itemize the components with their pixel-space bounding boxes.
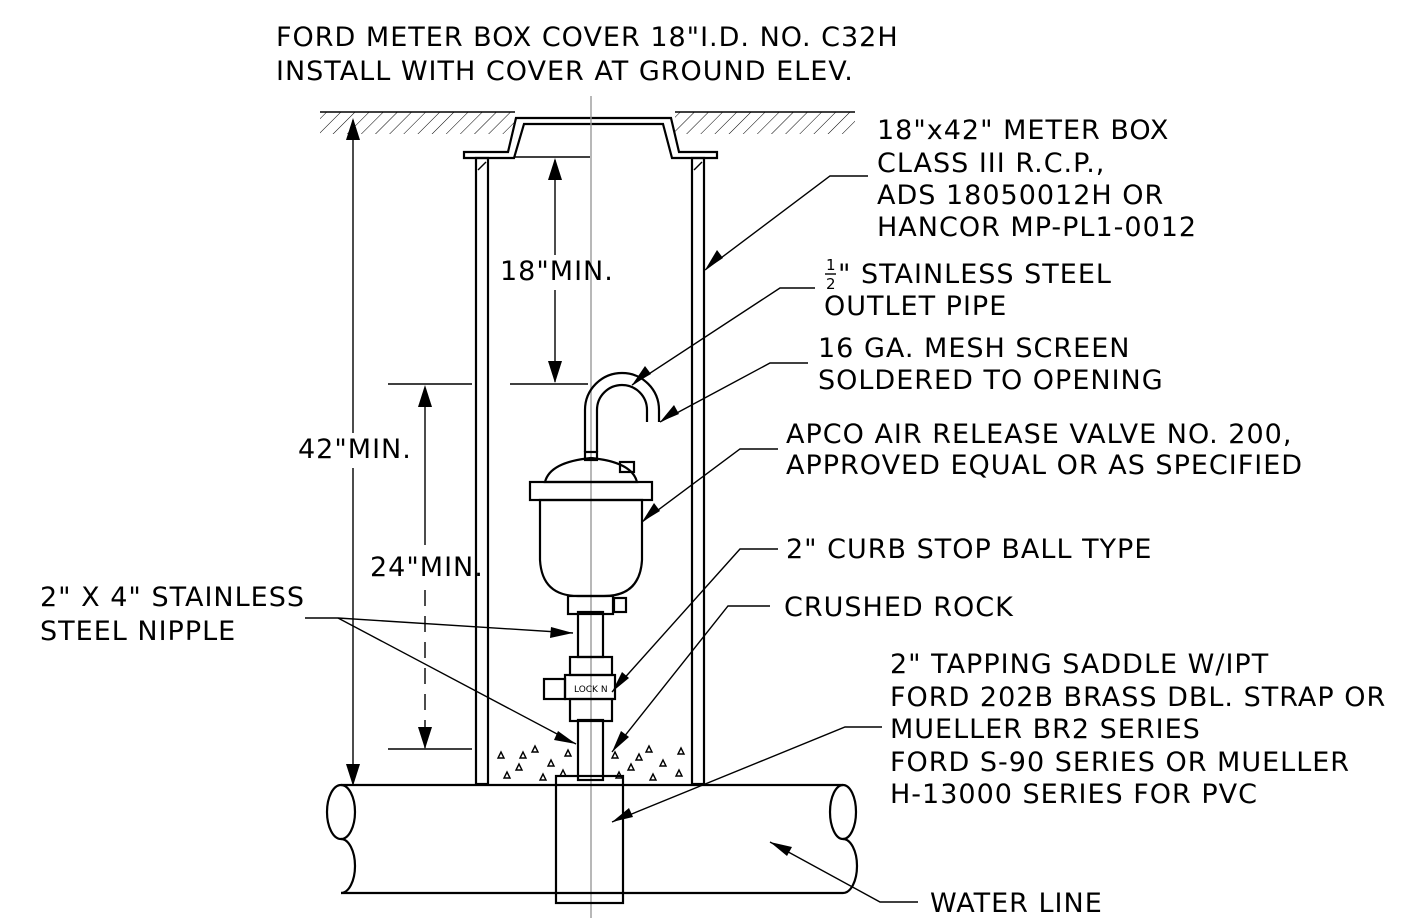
title-line-2: INSTALL WITH COVER AT GROUND ELEV. xyxy=(276,56,854,87)
valve-line-1: APCO AIR RELEASE VALVE NO. 200, xyxy=(786,419,1292,450)
fraction-denominator: 2 xyxy=(826,275,836,293)
meter-box-line-1: 18"x42" METER BOX xyxy=(877,115,1169,146)
callout-valve: APCO AIR RELEASE VALVE NO. 200, APPROVED… xyxy=(786,419,1303,481)
ground-surface xyxy=(320,111,855,134)
callout-nipple: 2" X 4" STAINLESS STEEL NIPPLE xyxy=(40,582,305,647)
meter-box-cover xyxy=(462,116,719,160)
meter-box-line-2: CLASS III R.C.P., xyxy=(877,148,1105,179)
fraction-numerator: 1 xyxy=(826,256,836,274)
saddle-line-1: 2" TAPPING SADDLE W/IPT xyxy=(890,649,1269,680)
valve-line-2: APPROVED EQUAL OR AS SPECIFIED xyxy=(786,450,1303,481)
outlet-pipe-line-1: " STAINLESS STEEL xyxy=(838,259,1112,290)
saddle-line-5: H-13000 SERIES FOR PVC xyxy=(890,779,1258,810)
callout-outlet-pipe: 1 2 " STAINLESS STEEL OUTLET PIPE xyxy=(824,256,1112,322)
mesh-screen-line-2: SOLDERED TO OPENING xyxy=(818,365,1164,396)
callout-water-line: WATER LINE xyxy=(930,888,1103,918)
dimension-42-min: 42"MIN. xyxy=(298,118,412,786)
outlet-pipe-line-2: OUTLET PIPE xyxy=(824,291,1007,322)
water-line-pipe xyxy=(325,783,859,895)
curb-stop-valve: LOCK N xyxy=(542,655,617,723)
saddle-line-3: MUELLER BR2 SERIES xyxy=(890,714,1201,745)
callout-curb-stop: 2" CURB STOP BALL TYPE xyxy=(786,534,1152,565)
dimension-24-min: 24"MIN. xyxy=(370,383,588,750)
dimension-18-min: 18"MIN. xyxy=(500,156,614,383)
callout-meter-box: 18"x42" METER BOX CLASS III R.C.P., ADS … xyxy=(877,115,1197,243)
tapping-saddle xyxy=(554,774,625,905)
dim-24-label: 24"MIN. xyxy=(370,552,484,583)
meter-box-line-4: HANCOR MP-PL1-0012 xyxy=(877,212,1197,243)
callout-crushed-rock: CRUSHED ROCK xyxy=(784,592,1014,623)
curb-stop-mark: LOCK N xyxy=(574,685,608,695)
mesh-screen-line-1: 16 GA. MESH SCREEN xyxy=(818,333,1130,364)
callout-saddle: 2" TAPPING SADDLE W/IPT FORD 202B BRASS … xyxy=(890,649,1386,810)
saddle-line-2: FORD 202B BRASS DBL. STRAP OR xyxy=(890,682,1386,713)
crushed-rock xyxy=(496,744,686,781)
meter-box-line-3: ADS 18050012H OR xyxy=(877,180,1164,211)
air-release-valve xyxy=(528,450,654,616)
dim-18-label: 18"MIN. xyxy=(500,256,614,287)
nipple-line-2: STEEL NIPPLE xyxy=(40,616,236,647)
leader-lines xyxy=(305,175,918,903)
nipple-line-1: 2" X 4" STAINLESS xyxy=(40,582,305,613)
dim-42-label: 42"MIN. xyxy=(298,434,412,465)
callout-mesh-screen: 16 GA. MESH SCREEN SOLDERED TO OPENING xyxy=(818,333,1164,396)
saddle-line-4: FORD S-90 SERIES OR MUELLER xyxy=(890,747,1350,778)
outlet-pipe xyxy=(583,371,661,452)
title-line-1: FORD METER BOX COVER 18"I.D. NO. C32H xyxy=(276,22,899,53)
